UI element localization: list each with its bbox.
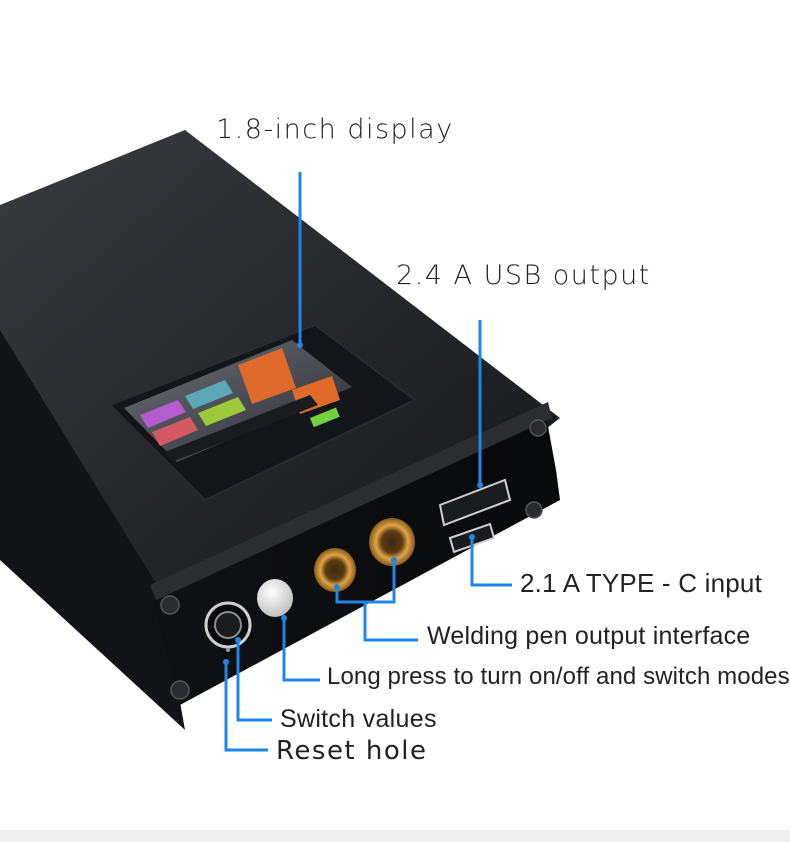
screen-tile-gear <box>152 417 198 446</box>
front-panel-bevel <box>150 402 552 600</box>
reset-hole-callout: Reset hole <box>276 736 428 766</box>
display-callout: 1.8-inch display <box>216 114 454 145</box>
welding-pen-callout: Welding pen output interface <box>427 622 751 650</box>
callout-dots <box>223 342 483 665</box>
bottom-strip <box>0 830 790 842</box>
select-button[interactable] <box>257 579 293 617</box>
screen-tile-puls <box>198 397 246 426</box>
device-left-side <box>0 330 185 730</box>
screen-status-bar <box>165 395 318 462</box>
battery-indicator <box>310 407 340 428</box>
device-front-panel <box>150 410 560 705</box>
callout-leader-lines <box>224 172 512 752</box>
screw-icons <box>160 419 547 700</box>
welding-output-connectors[interactable] <box>314 518 415 592</box>
power-button-callout: Long press to turn on/off and switch mod… <box>327 663 790 690</box>
rotary-knob[interactable] <box>204 601 252 649</box>
switch-values-callout: Switch values <box>280 705 437 733</box>
usb-a-port[interactable] <box>438 478 512 527</box>
screen-tile-gap <box>185 380 233 409</box>
usb-output-callout: 2.4 A USB output <box>396 260 651 291</box>
screen-tile-switch <box>238 348 296 404</box>
typec-input-callout: 2.1 A TYPE - C input <box>520 568 762 598</box>
screen-tile-numb <box>140 400 186 428</box>
display-screen <box>124 340 352 462</box>
reset-hole[interactable] <box>226 648 230 652</box>
